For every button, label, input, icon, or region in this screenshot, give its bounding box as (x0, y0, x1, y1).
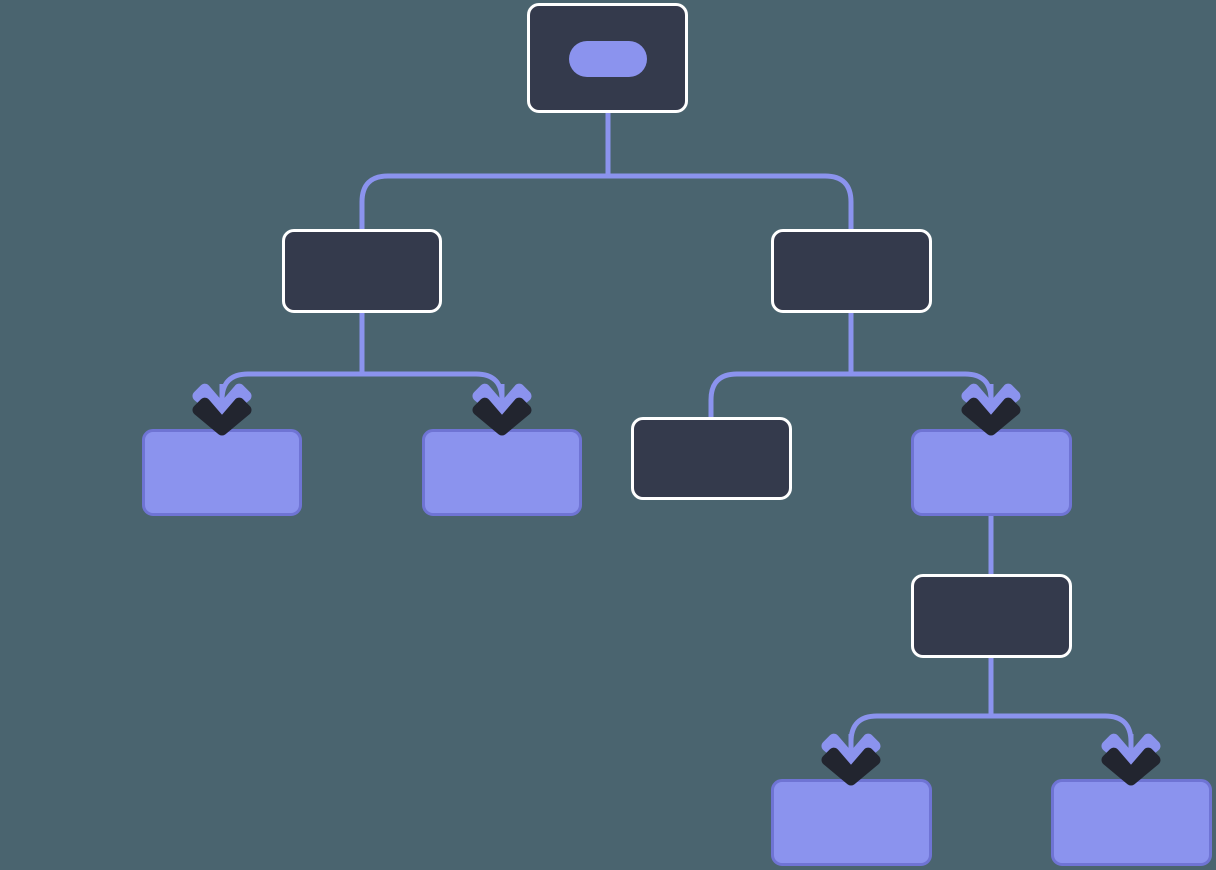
level4-leaf-one[interactable] (771, 779, 932, 866)
level3-dark-node[interactable] (911, 574, 1072, 658)
root-node[interactable] (527, 3, 688, 113)
level2-leaf-one[interactable] (142, 429, 302, 516)
level4-leaf-two[interactable] (1051, 779, 1212, 866)
level1-right-node[interactable] (771, 229, 932, 313)
level2-dark-leaf[interactable] (631, 417, 792, 500)
root-node-pill (569, 41, 647, 77)
level2-branch-node[interactable] (911, 429, 1072, 516)
level2-leaf-two[interactable] (422, 429, 582, 516)
level1-left-node[interactable] (282, 229, 442, 313)
